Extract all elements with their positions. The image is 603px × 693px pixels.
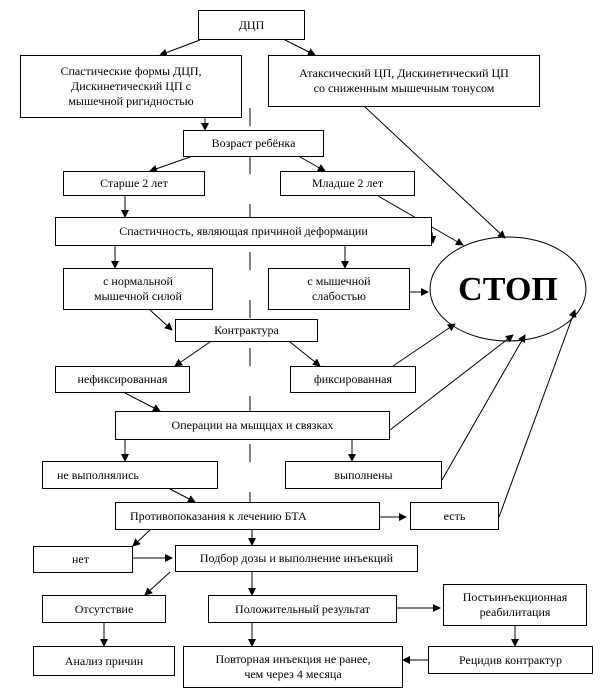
node-age: Возраст ребёнка xyxy=(183,130,324,157)
node-spasticity: Спастичность, являющая причиной деформац… xyxy=(55,217,432,246)
arrow-fixed-to-stop xyxy=(392,323,456,367)
node-rehab: Постъинъекционная реабилитация xyxy=(443,584,587,626)
node-dose: Подбор дозы и выполнение инъекций xyxy=(175,545,418,572)
arrow-operations-to-stop xyxy=(389,334,514,431)
node-contracture: Контрактура xyxy=(175,319,318,342)
arrow-normal-to-contracture xyxy=(149,309,173,331)
arrow-yes-to-stop xyxy=(498,309,577,518)
node-stop: СТОП xyxy=(458,265,558,313)
node-older: Старше 2 лет xyxy=(63,171,205,196)
node-relapse: Рецидив контрактур xyxy=(428,646,593,674)
node-dcp: ДЦП xyxy=(198,10,305,40)
arrow-dcp-to-spastic xyxy=(159,39,201,57)
node-nonfixed: нефиксированная xyxy=(55,366,190,393)
arrow-dcp-to-ataxic xyxy=(284,39,316,56)
node-no: нет xyxy=(33,546,133,573)
node-not-done: не выполнялись xyxy=(42,461,218,489)
node-yes: есть xyxy=(410,502,499,530)
node-weakness: с мышечной слабостью xyxy=(268,268,410,310)
arrow-spasticity-to-stop xyxy=(428,231,437,244)
arrow-done-to-stop xyxy=(441,334,526,481)
node-ataxic: Атаксический ЦП, Дискинетический ЦП со с… xyxy=(268,55,540,107)
node-fixed: фиксированная xyxy=(290,366,416,393)
arrow-age-to-older xyxy=(149,156,191,173)
arrow-contracture-to-nonfixed xyxy=(174,341,211,367)
node-younger: Младше 2 лет xyxy=(280,171,415,196)
arrow-ataxic-to-stop xyxy=(364,106,506,239)
node-repeat: Повторная инъекция не ранее, чем через 4… xyxy=(183,646,403,688)
node-positive: Положительный результат xyxy=(208,595,397,623)
stop-label: СТОП xyxy=(458,270,558,308)
arrow-dose-to-absence xyxy=(144,571,171,596)
arrow-notdone-to-contraindications xyxy=(169,488,196,503)
arrow-nonfixed-to-operations xyxy=(124,392,161,412)
node-contraindications: Противопоказания к лечению БТА xyxy=(115,502,380,530)
arrow-contra-to-no xyxy=(132,529,151,547)
arrow-age-to-younger xyxy=(299,156,326,172)
node-operations: Операции на мыщцах и связках xyxy=(115,411,390,440)
node-normal-strength: с нормальной мышечной силой xyxy=(63,268,213,310)
node-done: выполнены xyxy=(285,461,442,489)
node-analysis: Анализ причин xyxy=(33,646,175,676)
node-absence: Отсутствие xyxy=(42,595,166,623)
arrow-contracture-to-fixed xyxy=(289,341,321,367)
node-spastic: Спастические формы ДЦП, Дискинетический … xyxy=(20,55,242,118)
